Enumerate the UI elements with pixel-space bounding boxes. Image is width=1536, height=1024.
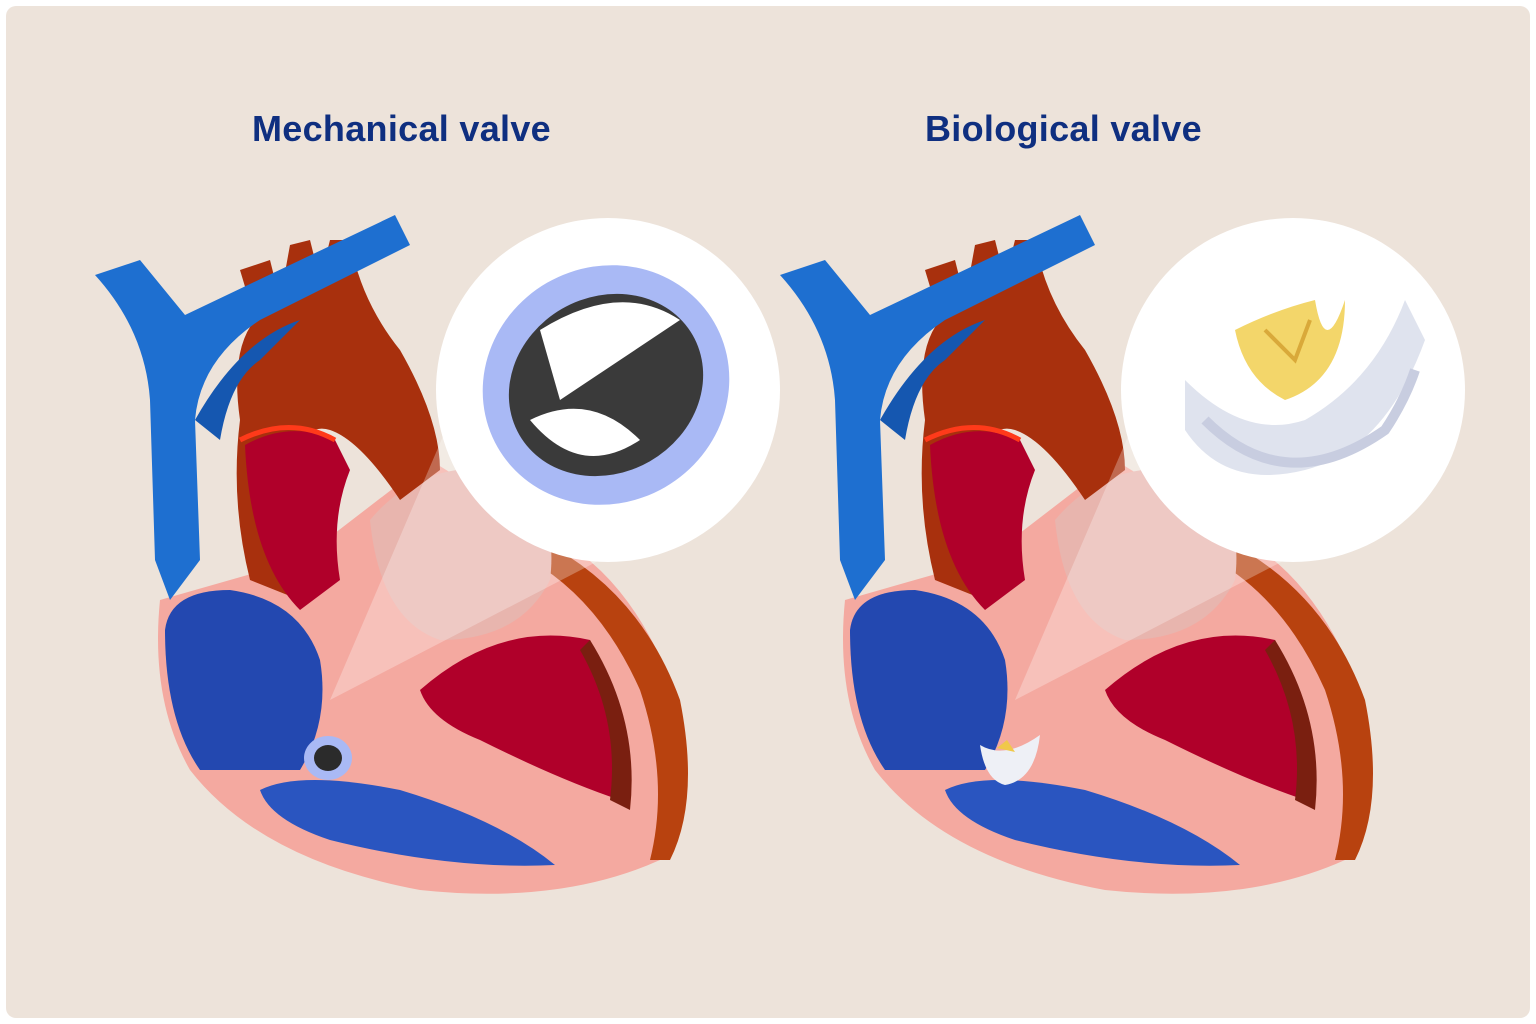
mechanical-valve-small [304, 736, 352, 780]
biological-valve-zoom [1185, 300, 1425, 475]
biological-valve-title: Biological valve [925, 108, 1202, 149]
mechanical-valve-zoom [482, 265, 730, 505]
biological-heart [780, 215, 1465, 894]
biological-valve-small [980, 735, 1040, 785]
mechanical-heart [95, 215, 780, 894]
mechanical-valve-title: Mechanical valve [252, 108, 551, 149]
